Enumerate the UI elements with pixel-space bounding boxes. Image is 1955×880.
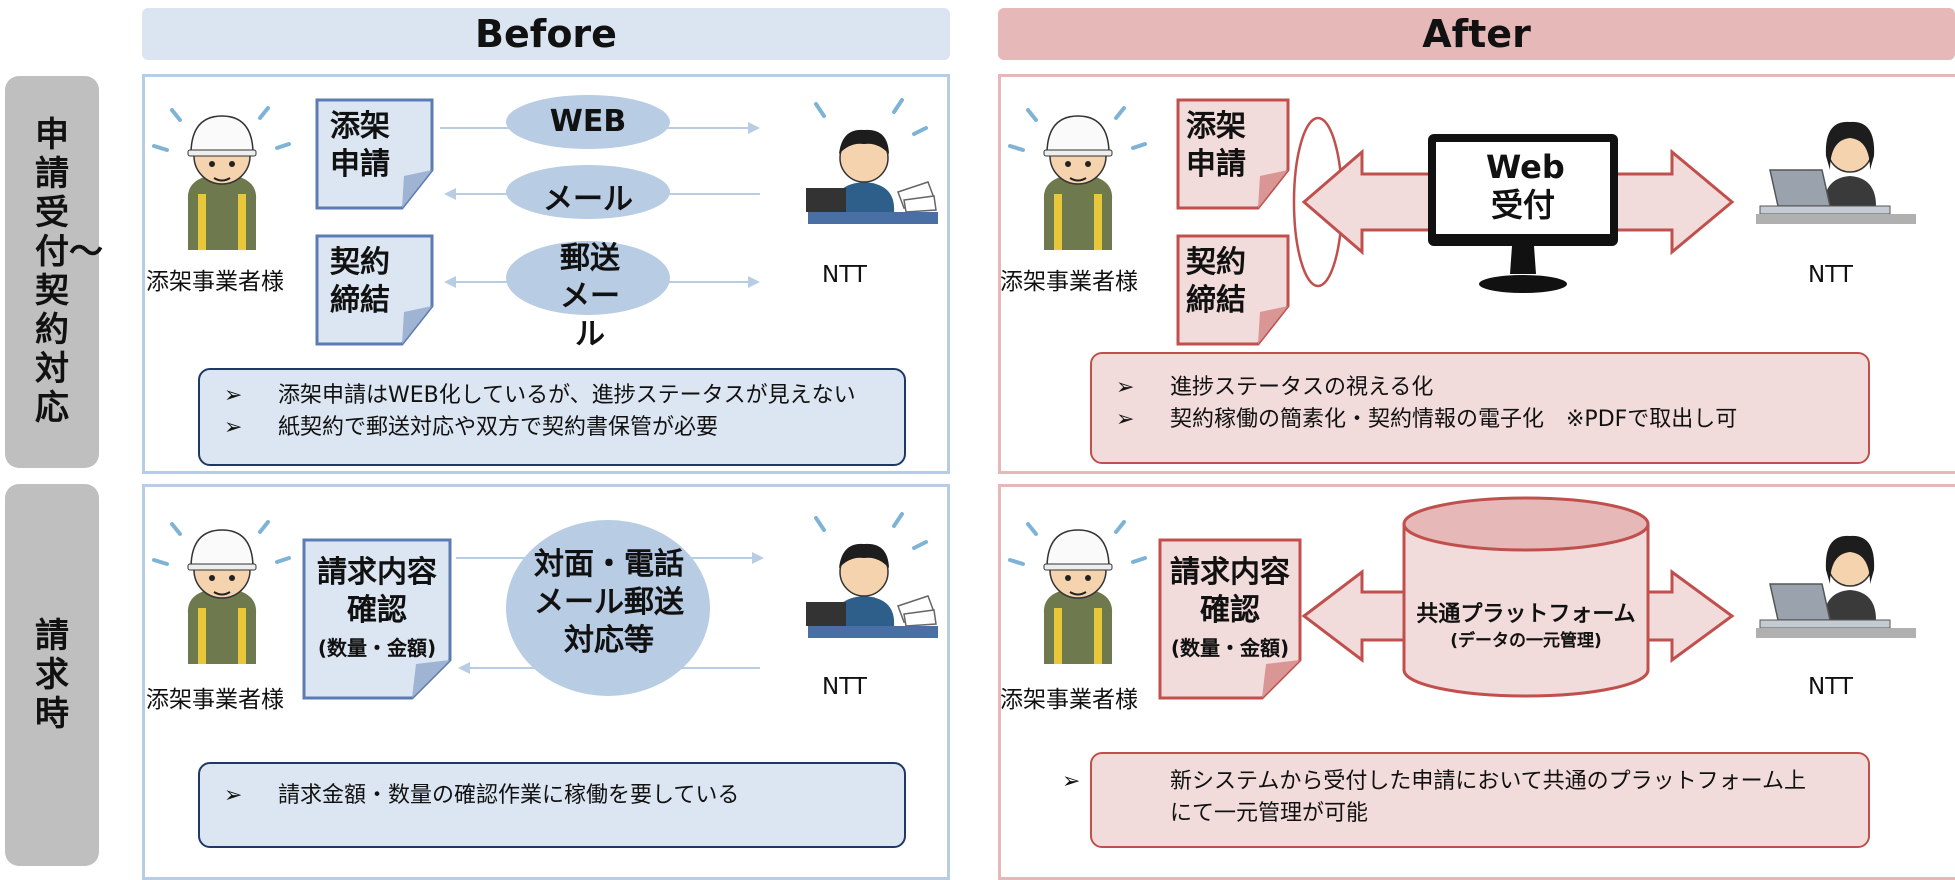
- monitor-text: Web受付: [1486, 148, 1565, 224]
- after-top-note: 進捗ステータスの視える化 契約稼働の簡素化・契約情報の電子化 ※PDFで取出し可: [1090, 352, 1870, 464]
- channel-post-ellipse: [506, 241, 670, 315]
- before-header: Before: [142, 8, 950, 60]
- ntt-label: NTT: [822, 674, 867, 700]
- laptop-operator-icon: [1755, 121, 1917, 225]
- channel-billing-label: 対面・電話メール郵送対応等: [534, 547, 684, 658]
- before-doc1-text: 添架申請: [330, 109, 390, 182]
- after-doc1-text: 添架申請: [1186, 109, 1246, 182]
- worker-helmet-icon: [152, 106, 291, 252]
- before-billing-doc-text: 請求内容確認: [317, 555, 437, 628]
- note-item: 新システムから受付した申請において共通のプラットフォーム上にて一元管理が可能: [1116, 766, 1810, 830]
- after-header: After: [998, 8, 1955, 60]
- note-item: 添架申請はWEB化しているが、進捗ステータスが見えない: [224, 380, 904, 412]
- ntt-label: NTT: [822, 262, 867, 288]
- before-header-label: Before: [475, 12, 617, 56]
- after-billing-doc-text: 請求内容確認: [1170, 555, 1290, 628]
- operator-label: 添架事業者様: [1000, 687, 1138, 713]
- note-item: 請求金額・数量の確認作業に稼働を要している: [224, 780, 904, 812]
- side-label-application: 申請受付〜契約対応: [35, 115, 103, 428]
- operator-label: 添架事業者様: [1000, 269, 1138, 295]
- side-label-billing: 請求時: [35, 615, 69, 734]
- ntt-label: NTT: [1808, 674, 1853, 700]
- channel-billing-ellipse: [506, 520, 710, 696]
- side-tab-billing: 請求時: [5, 484, 99, 866]
- laptop-operator-icon: [1755, 535, 1917, 639]
- before-billing-doc-sub: (数量・金額): [317, 636, 437, 660]
- platform-subtitle: (データの一元管理): [1450, 631, 1602, 651]
- desktop-monitor-icon: [1428, 134, 1618, 293]
- after-bottom-note: 新システムから受付した申請において共通のプラットフォーム上にて一元管理が可能: [1090, 752, 1870, 848]
- before-top-note: 添架申請はWEB化しているが、進捗ステータスが見えない 紙契約で郵送対応や双方で…: [198, 368, 906, 466]
- platform-title: 共通プラットフォーム: [1416, 602, 1636, 627]
- operator-label: 添架事業者様: [146, 687, 284, 713]
- worker-helmet-icon: [152, 520, 291, 666]
- after-doc2-text: 契約締結: [1186, 245, 1246, 318]
- after-billing-doc-sub: (数量・金額): [1170, 636, 1290, 660]
- ntt-label: NTT: [1808, 262, 1853, 288]
- operator-label: 添架事業者様: [146, 269, 284, 295]
- stressed-ntt-staff-icon: [804, 98, 940, 226]
- worker-helmet-icon: [1008, 520, 1147, 666]
- stressed-ntt-staff-icon: [804, 512, 940, 640]
- worker-helmet-icon: [1008, 106, 1147, 252]
- channel-mail-ellipse: [506, 165, 670, 219]
- channel-mail-label: メール: [543, 182, 633, 217]
- note-item: 紙契約で郵送対応や双方で契約書保管が必要: [224, 412, 904, 444]
- channel-post-label: 郵送メール: [560, 241, 620, 352]
- after-header-label: After: [1422, 12, 1531, 56]
- note-item: 契約稼働の簡素化・契約情報の電子化 ※PDFで取出し可: [1116, 404, 1868, 436]
- before-bottom-note: 請求金額・数量の確認作業に稼働を要している: [198, 762, 906, 848]
- channel-web-ellipse: [506, 95, 670, 149]
- note-item: 進捗ステータスの視える化: [1116, 372, 1868, 404]
- channel-web-label: WEB: [549, 104, 627, 139]
- side-tab-application: 申請受付〜契約対応: [5, 76, 103, 468]
- before-doc2-text: 契約締結: [330, 245, 390, 318]
- database-cylinder-icon: [1402, 496, 1650, 698]
